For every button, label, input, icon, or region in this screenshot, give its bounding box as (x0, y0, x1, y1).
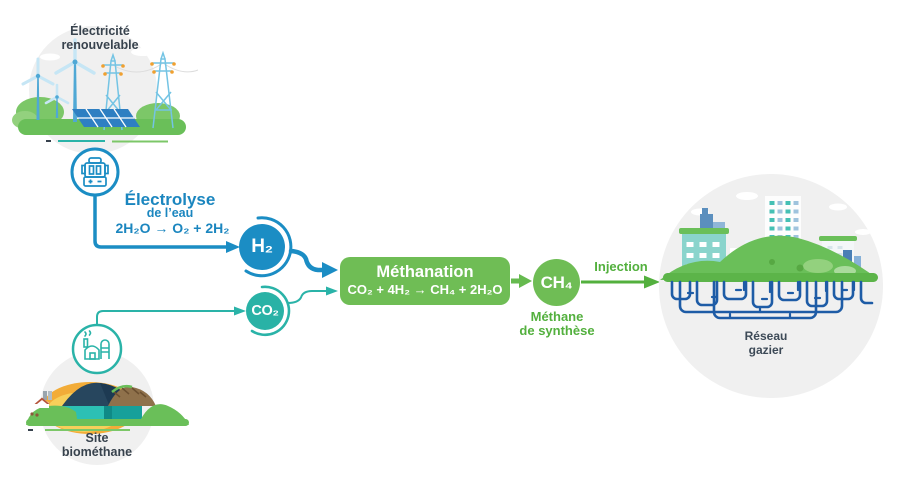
methanation-to-ch4-arrow (511, 274, 532, 288)
methane-synthese-line2: de synthèse (519, 323, 595, 339)
reseau-gazier-label: Réseau gazier (721, 329, 811, 357)
electrolysis-subtitle: de l’eau (146, 206, 194, 220)
injection-label: Injection (594, 259, 648, 274)
renewable-label-line1: Électricité (70, 24, 130, 38)
pipes-icon (670, 280, 874, 320)
reseau-gazier-line2: gazier (748, 343, 784, 358)
electrolysis-title: Électrolyse (124, 190, 216, 209)
electrolyzer-icon (81, 157, 109, 187)
biomethane-plant-icon (83, 330, 110, 360)
reseau-gazier-line1: Réseau (744, 329, 788, 343)
biomethane-site-illustration (26, 323, 189, 465)
methane-synthese-label: Méthane de synthèse (512, 309, 602, 339)
h2-to-methanation-arrow (288, 248, 338, 278)
solar-panels-icon (72, 108, 140, 128)
h2-badge: H₂ (239, 224, 285, 270)
power-pylon-icon (150, 50, 176, 129)
co2-to-methanation-arrow (287, 286, 338, 304)
methanation-title: Méthanation (376, 263, 474, 282)
renewable-label: Électricité renouvelable (40, 24, 160, 52)
site-biomethane-label: Site biométhane (42, 431, 152, 459)
methanation-box: Méthanation CO₂ + 4H₂ → CH₄ + 2H₂O (340, 257, 510, 305)
electrolyzer-circle (70, 147, 120, 197)
co2-arc (250, 285, 291, 337)
electrolyzer-to-h2-arrow (93, 196, 240, 253)
renewable-electricity-illustration (12, 26, 199, 154)
wind-turbine-icon (44, 83, 70, 118)
renewable-label-line2: renouvelable (61, 38, 139, 52)
site-biomethane-line1: Site (85, 431, 109, 445)
gas-network-illustration (659, 174, 883, 398)
wind-turbine-icon (21, 57, 55, 120)
biomethane-to-co2-arrow (96, 306, 246, 324)
electrolysis-formula: 2H₂O → O₂ + 2H₂ (115, 220, 230, 236)
co2-badge: CO₂ (246, 292, 284, 330)
methanation-formula: CO₂ + 4H₂ → CH₄ + 2H₂O (347, 281, 503, 297)
h2-arc (244, 216, 293, 278)
wind-turbine-icon (54, 38, 96, 122)
ch4-badge: CH₄ (533, 259, 580, 306)
site-biomethane-line2: biométhane (61, 445, 133, 459)
methane-synthese-line1: Méthane (530, 309, 584, 324)
injection-arrow (581, 275, 660, 289)
